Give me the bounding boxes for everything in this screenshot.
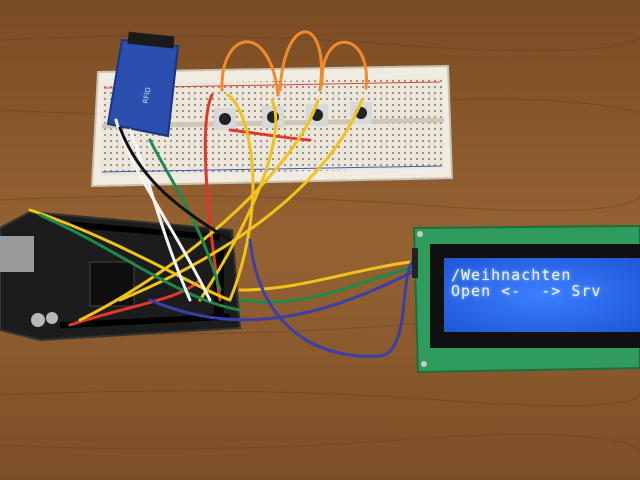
lcd-screen	[444, 258, 640, 332]
lcd-text-line-1: /Weihnachten	[451, 266, 572, 284]
wire-orange	[220, 40, 280, 97]
push-button	[262, 106, 284, 128]
push-button	[214, 108, 236, 130]
wire-yellow	[226, 93, 255, 302]
rfid-module: RFID	[106, 31, 180, 138]
wire-green	[38, 213, 242, 312]
wire-white	[128, 128, 192, 302]
wire-blue	[248, 238, 414, 358]
jumper-wires	[28, 30, 414, 358]
wire-yellow	[78, 98, 320, 322]
wire-red	[228, 128, 312, 142]
arduino-mega-board	[0, 210, 242, 342]
wire-orange	[278, 30, 323, 92]
wire-black	[118, 126, 232, 242]
lcd-text-line-2: Open <- -> Srv	[451, 282, 602, 300]
wire-blue	[148, 270, 414, 322]
wire-orange	[320, 40, 368, 90]
wire-green	[238, 266, 414, 304]
wire-green	[148, 138, 222, 292]
wire-yellow	[118, 98, 364, 302]
svg-text:RFID: RFID	[141, 87, 152, 105]
wire-yellow	[28, 208, 232, 302]
wire-red	[68, 278, 202, 327]
wire-red	[203, 93, 222, 302]
lcd-display	[412, 224, 640, 374]
